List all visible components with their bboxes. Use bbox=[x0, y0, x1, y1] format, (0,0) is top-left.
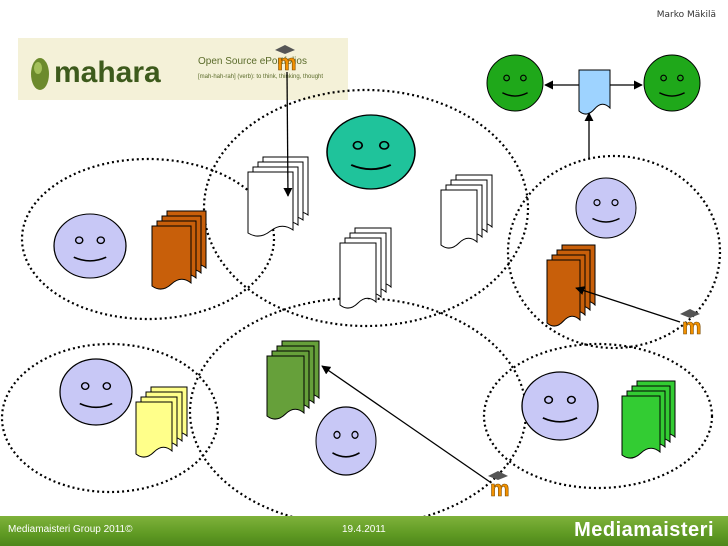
document-sheet bbox=[151, 225, 192, 290]
moodle-letter: m bbox=[277, 50, 297, 75]
arrow-moodle-to-orange-docs bbox=[575, 286, 681, 323]
author-name: Marko Mäkilä bbox=[656, 10, 716, 20]
doc-stack-center-left bbox=[247, 156, 309, 237]
face-green-right bbox=[643, 54, 701, 112]
group-ellipse-top-center bbox=[202, 88, 530, 328]
moodle-icon-right: m bbox=[680, 309, 702, 339]
mahara-subtag: [mah-hah-rah] (verb): to think, thinking… bbox=[198, 74, 323, 80]
mahara-tagline: Open Source ePortfolios bbox=[198, 56, 307, 67]
face-right-top bbox=[575, 177, 637, 239]
face-green-left bbox=[486, 54, 544, 112]
document-sheet bbox=[440, 189, 478, 249]
document-sheet bbox=[578, 69, 611, 115]
doc-stack-yellow bbox=[135, 386, 188, 458]
doc-stack-orange-left bbox=[151, 210, 207, 290]
moodle-icon-bottom: m bbox=[488, 471, 510, 501]
footer-date: 19.4.2011 bbox=[342, 524, 386, 535]
document-sheet bbox=[247, 171, 294, 237]
face-bottom-center bbox=[315, 406, 377, 476]
graduation-cap-icon bbox=[680, 309, 700, 318]
doc-stack-orange-right bbox=[546, 244, 596, 327]
footer-copyright: Mediamaisteri Group 2011© bbox=[8, 524, 133, 535]
graduation-cap-icon bbox=[488, 471, 508, 480]
group-ellipse-left-top bbox=[20, 157, 276, 321]
face-left-top bbox=[53, 213, 127, 279]
moodle-letter: m bbox=[682, 314, 702, 339]
graduation-cap-icon bbox=[275, 45, 295, 54]
document-sheet bbox=[339, 242, 377, 309]
group-ellipse-left-bottom bbox=[0, 342, 220, 494]
shared-doc-blue bbox=[578, 69, 611, 115]
footer-bar: Mediamaisteri Group 2011© 19.4.2011 Medi… bbox=[0, 516, 728, 546]
mahara-leaf-icon bbox=[31, 58, 49, 90]
moodle-letter: m bbox=[490, 476, 510, 501]
face-left-bottom bbox=[59, 358, 133, 426]
document-sheet bbox=[266, 355, 305, 420]
doc-stack-center-bottom bbox=[339, 227, 392, 309]
mahara-wordmark: mahara bbox=[54, 56, 161, 89]
footer-brand: Mediamaisteri bbox=[574, 519, 714, 541]
doc-stack-green-bright bbox=[621, 380, 676, 459]
document-sheet bbox=[135, 401, 173, 458]
document-sheet bbox=[621, 395, 661, 459]
arrow-moodle-to-center-docs bbox=[283, 71, 293, 197]
face-teal bbox=[325, 113, 417, 191]
group-ellipse-right-bottom bbox=[482, 342, 714, 490]
mahara-logo: mahara Open Source ePortfolios [mah-hah-… bbox=[18, 38, 348, 100]
doc-stack-center-right bbox=[440, 174, 493, 249]
group-ellipse-right-top bbox=[506, 154, 722, 350]
moodle-icon-top: m bbox=[275, 45, 297, 75]
document-sheet bbox=[546, 259, 581, 327]
face-right-bottom bbox=[521, 371, 599, 441]
arrow-moodle-to-green-docs bbox=[321, 365, 491, 483]
doc-stack-green-dark bbox=[266, 340, 320, 420]
